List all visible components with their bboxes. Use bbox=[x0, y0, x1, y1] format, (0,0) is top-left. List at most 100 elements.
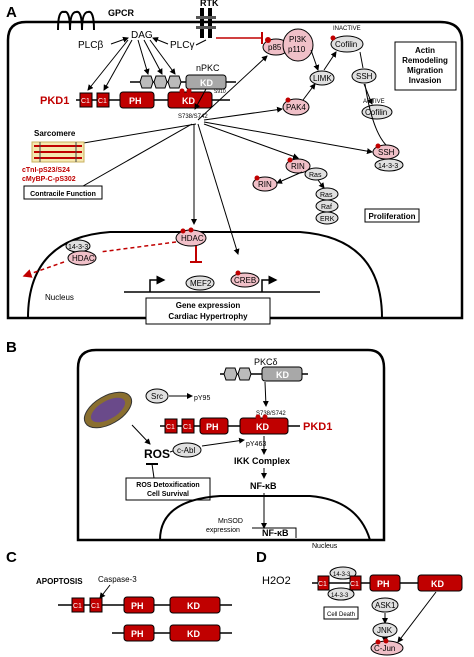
erk-label: ERK bbox=[320, 216, 335, 223]
ras-label-1: Ras bbox=[309, 172, 322, 179]
pkd1-ph-domain bbox=[119, 91, 155, 109]
npkc-c1a bbox=[139, 75, 154, 89]
panel-c: C APOPTOSIS Caspase-3 C1 C1 PH KD PH KD bbox=[6, 549, 232, 642]
nfkb-label: NF-κB bbox=[250, 481, 277, 491]
raf-label: Raf bbox=[321, 204, 332, 211]
actin-line-4: Invasion bbox=[409, 76, 442, 85]
src-node bbox=[145, 388, 169, 404]
d-ph-label: PH bbox=[377, 579, 390, 589]
actin-line-1: Actin bbox=[415, 46, 435, 55]
nucleus-label: Nucleus bbox=[45, 293, 74, 302]
apoptosis-label: APOPTOSIS bbox=[36, 577, 83, 586]
sarcomere-graphic bbox=[31, 141, 85, 163]
ssh-label-2: SSH bbox=[378, 148, 395, 157]
c-c1b-label: C1 bbox=[91, 603, 100, 610]
ssh-node bbox=[351, 68, 377, 84]
pkd1b-label: PKD1 bbox=[303, 421, 332, 433]
pkd1-label: PKD1 bbox=[40, 95, 69, 107]
mnsod-line-2: expression bbox=[206, 527, 240, 534]
py463-label: pY463 bbox=[246, 441, 266, 448]
cofilin-inactive-label: Cofilin bbox=[335, 40, 357, 49]
creb-node bbox=[230, 272, 260, 288]
npkc-c1b bbox=[153, 75, 168, 89]
c2-kd-label: KD bbox=[187, 629, 200, 639]
c2-ph-label: PH bbox=[131, 629, 144, 639]
rtk-label: RTK bbox=[200, 0, 219, 8]
c-c1a-label: C1 bbox=[73, 603, 82, 610]
cell-death-box bbox=[323, 606, 359, 620]
pkd1-c1b-label: C1 bbox=[98, 98, 107, 105]
limk-label: LIMK bbox=[313, 74, 332, 83]
ssh-label: SSH bbox=[356, 72, 373, 81]
cmybp-label: cMyBP-C-pS302 bbox=[22, 176, 76, 183]
nucleus-b-label: Nucleus bbox=[312, 543, 338, 550]
pkd1b-c1a-label: C1 bbox=[166, 424, 175, 431]
s738b-label: S738/S742 bbox=[256, 411, 286, 417]
s738-label: S738/S742 bbox=[178, 114, 208, 120]
dag-label: DAG bbox=[131, 30, 153, 41]
rin-label-1: RIN bbox=[291, 162, 305, 171]
f1433-d-node-2 bbox=[327, 587, 355, 601]
panel-d-letter: D bbox=[256, 549, 267, 566]
pkd1-c1a-label: C1 bbox=[81, 98, 90, 105]
rin-node-1 bbox=[285, 158, 311, 174]
cjun-label: C-Jun bbox=[374, 644, 395, 653]
pkcd-kd-domain bbox=[261, 366, 303, 382]
cell-death-label: Cell Death bbox=[327, 612, 355, 618]
erk-node bbox=[315, 211, 339, 225]
pkd1b-c1b-label: C1 bbox=[183, 424, 192, 431]
pak4-label: PAK4 bbox=[286, 103, 306, 112]
mef2-label: MEF2 bbox=[190, 279, 212, 288]
f1433-node bbox=[374, 158, 404, 172]
contractile-label: Contracile Function bbox=[30, 191, 96, 198]
rtk-receptor bbox=[196, 8, 216, 38]
pkcd-label: PKCδ bbox=[254, 357, 278, 367]
pkd1-c1a-domain bbox=[79, 92, 93, 108]
gene-expr-line-1: Gene expression bbox=[176, 301, 241, 310]
ros-box-line-1: ROS Detoxification bbox=[136, 482, 199, 489]
actin-remodeling-box bbox=[394, 41, 457, 91]
f1433-label: 14-3-3 bbox=[378, 163, 398, 170]
gpcr-receptor bbox=[57, 10, 95, 31]
rin-node-2 bbox=[252, 176, 278, 192]
cofilin-active-label: Cofilin bbox=[365, 108, 387, 117]
sarcomere-label: Sarcomere bbox=[34, 129, 76, 138]
nfkb2-label: NF-κB bbox=[262, 528, 289, 538]
cell-membrane bbox=[6, 20, 464, 320]
gpcr-label: GPCR bbox=[108, 8, 135, 18]
plcb-label: PLCβ bbox=[78, 40, 103, 51]
hdac-node-2 bbox=[67, 250, 97, 266]
rin-label-2: RIN bbox=[258, 180, 272, 189]
mnsod-line-1: MnSOD bbox=[218, 518, 243, 525]
ros-label: ROS bbox=[144, 447, 170, 461]
s910-label: S910 bbox=[214, 89, 226, 95]
ask1-node bbox=[371, 597, 399, 613]
cell-membrane-b bbox=[76, 348, 386, 542]
py95-label: pY95 bbox=[194, 395, 210, 402]
proliferation-label: Proliferation bbox=[368, 212, 415, 221]
pak4-node bbox=[282, 98, 310, 116]
d-c1a-label: C1 bbox=[318, 581, 327, 588]
ctni-label: cTnI-pS23/S24 bbox=[22, 167, 70, 174]
panel-d: D H2O2 14-3-3 14-3-3 C1 C1 PH KD ASK1 Ce… bbox=[256, 549, 463, 656]
d-c1b-label: C1 bbox=[350, 581, 359, 588]
nucleus-envelope-b bbox=[159, 495, 371, 541]
d-kd-label: KD bbox=[431, 579, 444, 589]
ras-label-2: Ras bbox=[320, 192, 333, 199]
src-label: Src bbox=[151, 392, 163, 401]
actin-line-3: Migration bbox=[407, 66, 443, 75]
pkd1b-kd-label: KD bbox=[256, 422, 269, 432]
cabl-node bbox=[172, 442, 202, 458]
panel-a-letter: A bbox=[6, 4, 17, 21]
pkcd-kd-label: KD bbox=[276, 370, 289, 380]
f1433-d-label-1: 14-3-3 bbox=[333, 572, 351, 578]
plcg-label: PLCγ bbox=[170, 40, 194, 51]
ros-detox-box bbox=[125, 477, 211, 501]
gene-expr-line-2: Cardiac Hypertrophy bbox=[168, 312, 248, 321]
pkd1b-ph-label: PH bbox=[206, 422, 219, 432]
c-ph-label: PH bbox=[131, 601, 144, 611]
contractile-box bbox=[23, 185, 103, 200]
f1433-d-label-2: 14-3-3 bbox=[331, 593, 349, 599]
c-kd-label: KD bbox=[187, 601, 200, 611]
